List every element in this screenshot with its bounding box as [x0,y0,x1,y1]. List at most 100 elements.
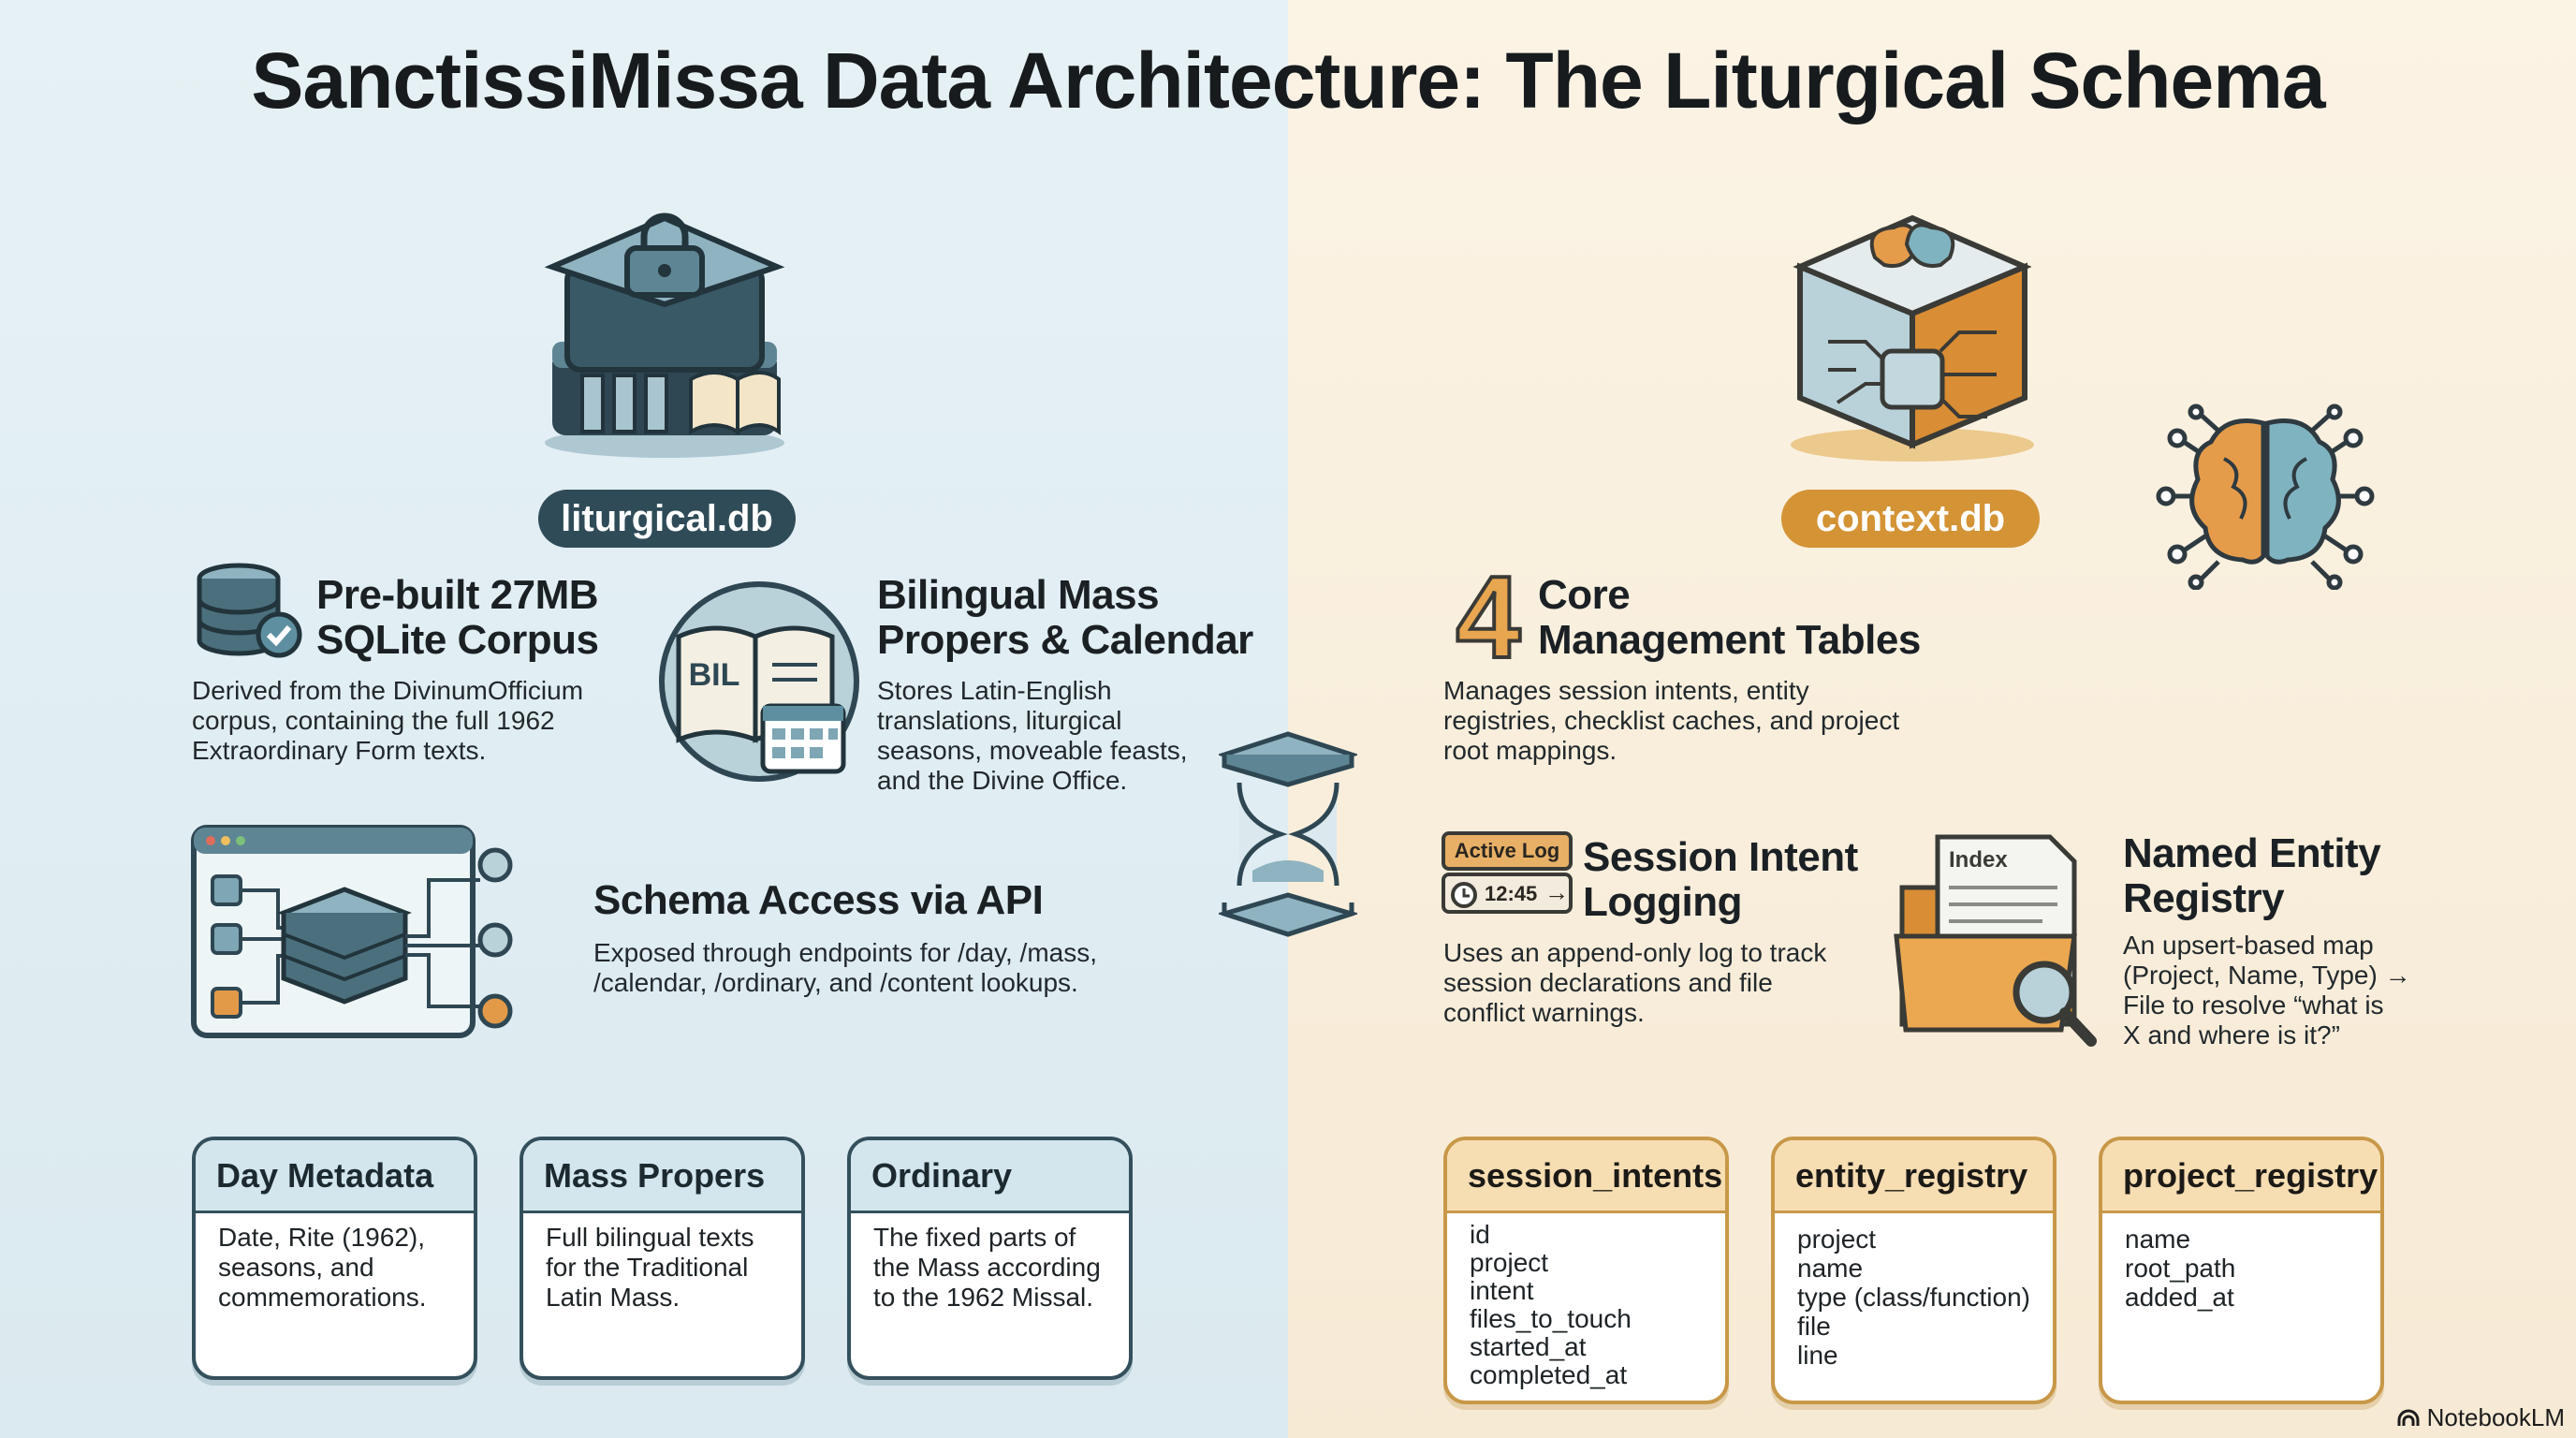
table-field: project [1797,1225,1877,1254]
card-line: to the 1962 Missal. [873,1283,1094,1312]
desc-line: File to resolve “what is [2123,990,2384,1020]
session-logging-description: Uses an append-only log to track session… [1443,938,1826,1028]
core-tables-description: Manages session intents, entity registri… [1443,676,1899,766]
book-label: BIL [689,657,740,693]
desc-line: /calendar, /ordinary, and /content looku… [593,968,1078,997]
table-title: entity_registry [1775,1140,2053,1213]
log-time: 12:45 [1485,882,1538,905]
entity-title-line2: Registry [2123,875,2285,921]
desc-line: session declarations and file [1443,968,1773,997]
folder-index-label: Index [1949,847,2008,873]
table-field: name [1797,1254,1864,1283]
desc-line: Exposed through endpoints for /day, /mas… [593,938,1098,967]
feature-corpus-title: Pre-built 27MB SQLite Corpus [316,573,599,663]
desc-line: Stores Latin-English [877,676,1112,705]
card-line: the Mass according [873,1253,1101,1282]
entity-title-line1: Named Entity [2123,830,2381,876]
feature-api-title: Schema Access via API [593,877,1044,923]
context-db-label: context.db [1781,490,2040,548]
session-logging-title: Session Intent Logging [1583,835,1858,925]
active-log-icon: Active Log 12:45 → [1442,831,1574,921]
desc-line: registries, checklist caches, and projec… [1443,706,1900,735]
card-line: Latin Mass. [546,1283,681,1312]
desc-line: Extraordinary Form texts. [192,736,487,765]
table-field: project [1470,1248,1549,1277]
feature-bilingual-title-line1: Bilingual Mass [877,572,1160,618]
card-mass-propers: Mass Propers Full bilingual texts for th… [520,1137,805,1380]
table-entity-registry: entity_registry project name type (class… [1771,1137,2056,1404]
table-field: file [1797,1312,1831,1341]
desc-line: X and where is it?” [2123,1020,2340,1049]
core-number: 4 [1456,560,1521,665]
core-title-line2: Management Tables [1538,617,1921,663]
table-field: files_to_touch [1470,1304,1632,1333]
feature-corpus-title-line1: Pre-built 27MB [316,572,599,618]
active-log-badge: Active Log [1442,831,1573,871]
table-title: project_registry [2102,1140,2380,1213]
table-field: added_at [2125,1283,2234,1312]
clock-icon [1451,882,1477,908]
feature-corpus-title-line2: SQLite Corpus [316,617,599,663]
card-title: Ordinary [851,1140,1129,1213]
desc-line: seasons, moveable feasts, [877,736,1188,765]
brand-name: NotebookLM [2426,1403,2565,1431]
card-line: The fixed parts of [873,1223,1076,1252]
desc-line: conflict warnings. [1443,998,1645,1027]
brain-network-icon [2156,404,2375,590]
entity-registry-description: An upsert-based map (Project, Name, Type… [2123,931,2411,1050]
card-title: Day Metadata [196,1140,474,1213]
desc-line: and the Divine Office. [877,766,1128,795]
folder-search-icon: Index [1894,834,2097,1047]
table-field: name [2125,1225,2191,1254]
card-line: commemorations. [218,1283,427,1312]
desc-line: translations, liturgical [877,706,1122,735]
entity-registry-title: Named Entity Registry [2123,830,2381,921]
desc-line: Uses an append-only log to track [1443,938,1827,967]
session-title-line2: Logging [1583,879,1742,925]
desc-line: (Project, Name, Type) → [2123,961,2411,990]
context-database-icon [1791,214,2034,462]
page-title: SanctissiMissa Data Architecture: The Li… [251,37,2325,125]
feature-bilingual-title: Bilingual Mass Propers & Calendar [877,573,1253,663]
session-title-line1: Session Intent [1583,834,1858,880]
table-project-registry: project_registry name root_path added_at [2099,1137,2384,1404]
card-day-metadata: Day Metadata Date, Rite (1962), seasons,… [192,1137,477,1380]
feature-bilingual-title-line2: Propers & Calendar [877,617,1253,663]
notebooklm-watermark: NotebookLM [2397,1403,2565,1432]
card-line: seasons, and [218,1253,374,1282]
desc-line: Derived from the DivinumOfficium [192,676,584,705]
card-title: Mass Propers [523,1140,801,1213]
feature-api-description: Exposed through endpoints for /day, /mas… [593,938,1097,998]
desc-line: corpus, containing the full 1962 [192,706,555,735]
table-field: intent [1470,1276,1534,1305]
sqlite-database-icon [197,563,302,658]
number-four-graphic: 4 [1455,560,1523,665]
card-ordinary: Ordinary The fixed parts of the Mass acc… [847,1137,1133,1380]
desc-line: root mappings. [1443,736,1617,765]
table-field: started_at [1470,1332,1587,1361]
desc-line: Manages session intents, entity [1443,676,1809,705]
desc-line: An upsert-based map [2123,931,2374,960]
card-line: Full bilingual texts [546,1223,754,1252]
table-field: completed_at [1470,1360,1628,1389]
table-field: line [1797,1341,1838,1370]
table-field: root_path [2125,1254,2236,1283]
table-field: id [1470,1220,1490,1249]
bilingual-book-calendar-icon: BIL [659,581,859,782]
notebooklm-logo-icon [2397,1409,2420,1426]
liturgical-db-label: liturgical.db [538,490,796,548]
card-line: for the Traditional [546,1253,749,1282]
hourglass-icon [1219,731,1357,937]
api-schema-icon [191,825,513,1038]
feature-bilingual-description: Stores Latin-English translations, litur… [877,676,1188,796]
core-tables-title: Core Management Tables [1538,573,1921,663]
table-session-intents: session_intents id project intent files_… [1443,1137,1729,1404]
feature-corpus-description: Derived from the DivinumOfficium corpus,… [192,676,583,766]
liturgical-database-icon [544,213,785,458]
table-field: type (class/function) [1797,1283,2030,1312]
log-time-row: 12:45 → [1442,873,1573,914]
core-title-line1: Core [1538,572,1631,618]
arrow-right-icon: → [1544,878,1569,906]
card-line: Date, Rite (1962), [218,1223,425,1252]
table-title: session_intents [1447,1140,1725,1213]
